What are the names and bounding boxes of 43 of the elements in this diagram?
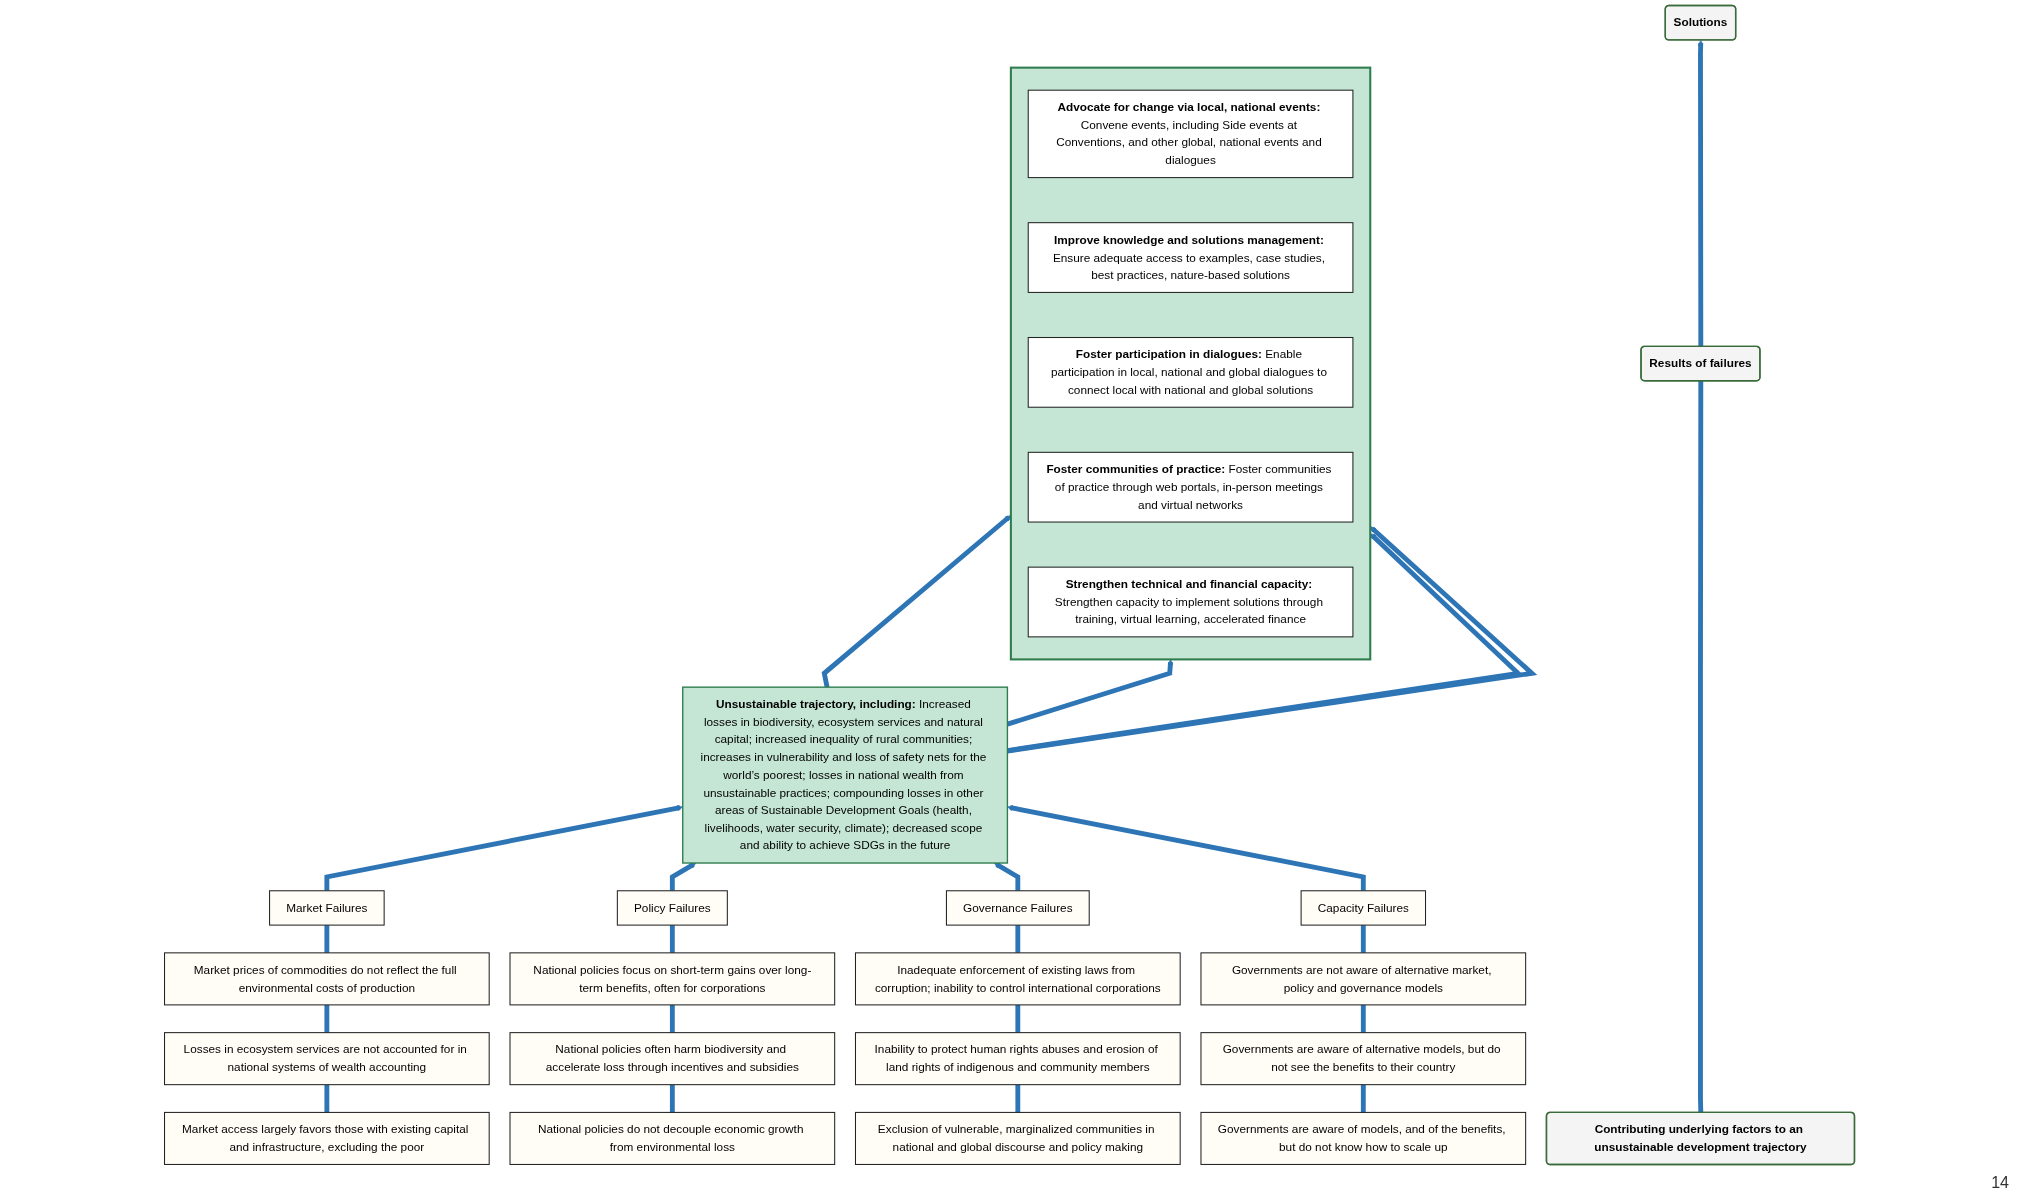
connector — [669, 1084, 675, 1113]
node-box: Foster communities of practice: Foster communities of practice through web portals, in-person meetings and virtual networks — [1027, 451, 1354, 523]
connector — [669, 925, 675, 953]
arrow — [669, 862, 697, 891]
node-box: National policies do not decouple economic growth from environmental loss — [509, 1111, 836, 1165]
node-box: National policies often harm biodiversity and accelerate loss through incentives and subsidies — [509, 1032, 836, 1086]
cluster — [1009, 66, 1372, 661]
node-box: Advocate for change via local, national events: Convene events, including Side events at Conventions, and other global, national events and dialogues — [1027, 89, 1354, 179]
node-box: Governments are not aware of alternative market, policy and governance models — [1200, 952, 1527, 1006]
arrow — [994, 862, 1021, 891]
node-box: Market access largely favors those with existing capital and infrastructure, excluding the poor — [164, 1111, 490, 1165]
connector — [324, 1004, 330, 1033]
node-box: Policy Failures — [616, 890, 728, 926]
connector — [1698, 381, 1704, 1113]
arrow — [324, 805, 683, 891]
arrow — [1697, 39, 1704, 347]
node-box: Improve knowledge and solutions management: Ensure adequate access to examples, case studies, best practices, nature-based solutions — [1027, 222, 1354, 293]
node-box: National policies focus on short-term gains over long-term benefits, often for corporations — [509, 952, 836, 1006]
node-box: Losses in ecosystem services are not accounted for in national systems of wealth accounting — [164, 1032, 490, 1086]
arrow — [1007, 805, 1366, 891]
node-box: Strengthen technical and financial capacity: Strengthen capacity to implement solutions through training, virtual learning, accelerated finance — [1027, 566, 1354, 638]
node-box: Foster participation in dialogues: Enable participation in local, national and global dialogues to connect local with national and global solutions — [1027, 337, 1354, 408]
connector — [1015, 925, 1021, 953]
connector — [1360, 1084, 1366, 1113]
connector — [324, 1084, 330, 1113]
node-box: Inadequate enforcement of existing laws from corruption; inability to control international corporations — [854, 952, 1181, 1006]
node-box: Governance Failures — [945, 890, 1090, 926]
node-box: Market prices of commodities do not reflect the full environmental costs of production — [164, 952, 490, 1006]
node-box: Market Failures — [269, 890, 385, 926]
node-box: Capacity Failures — [1300, 890, 1427, 926]
page-number: 14 — [1991, 1174, 2009, 1191]
connector — [1015, 1004, 1021, 1033]
node-box: Governments are aware of alternative models, but do not see the benefits to their country — [1200, 1032, 1527, 1086]
node-box: Unsustainable trajectory, including: Increased losses in biodiversity, ecosystem services and natural capital; increased inequality of rural communities; increases in vulnerability and loss of safety nets for the world’s poorest; losses in national wealth from unsustainable practices; compounding losses in other areas of Sustainable Development Goals (health, livelihoods, water security, climate); decreased scope and ability to achieve SDGs in the future — [682, 686, 1009, 864]
arrow — [821, 515, 1012, 688]
node-box: Inability to protect human rights abuses and erosion of land rights of indigenous and community members — [854, 1032, 1181, 1086]
node-box: Exclusion of vulnerable, marginalized communities in national and global discourse and policy making — [854, 1111, 1181, 1165]
connector — [324, 925, 330, 953]
connector — [1360, 1004, 1366, 1033]
connector — [669, 1004, 675, 1033]
node-box: Governments are aware of models, and of the benefits, but do not know how to scale up — [1200, 1111, 1527, 1165]
connector — [1360, 925, 1366, 953]
connector — [1015, 1084, 1021, 1113]
